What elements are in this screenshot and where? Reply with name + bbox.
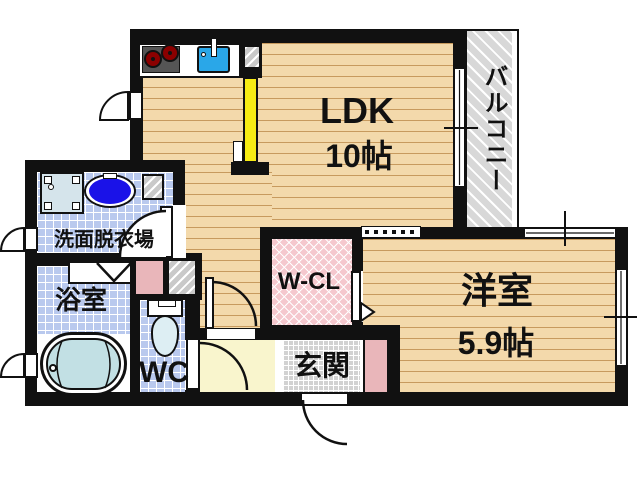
washroom-window-leaf	[24, 227, 38, 251]
balcony-floor	[466, 31, 512, 229]
bathroom-window-arc	[0, 352, 25, 378]
wall	[185, 390, 200, 406]
bathroom-folding-door	[68, 261, 132, 284]
wall	[130, 300, 140, 392]
wall	[25, 160, 185, 172]
pipe-shaft-hatch	[245, 47, 259, 67]
washroom-pink-unit	[136, 261, 163, 294]
closet-floor	[272, 239, 352, 325]
wall	[387, 325, 400, 406]
western-room-floor	[363, 239, 615, 392]
bathroom-window-leaf	[24, 353, 38, 378]
western-room-label: 洋室	[460, 270, 534, 311]
corridor-door-threshold	[206, 328, 256, 340]
entrance-door-arc	[301, 399, 348, 446]
toilet-door-leaf	[186, 338, 200, 390]
wall	[173, 172, 185, 207]
washing-machine-pan-icon	[40, 172, 84, 214]
washbasin-faucet-icon	[103, 173, 117, 179]
entrance-door-leaf	[300, 392, 349, 406]
stove-burner-icon	[161, 44, 179, 62]
entrance-side-cabinet	[363, 340, 387, 392]
western-room-size-label: 5.9帖	[457, 325, 535, 361]
counter-end	[233, 141, 243, 162]
pipe-shaft-hatch	[169, 261, 195, 294]
accordion-door	[361, 226, 421, 238]
corridor-door-leaf	[205, 277, 214, 329]
washroom-window-arc	[0, 226, 25, 252]
pipe-shaft-hatch	[142, 174, 164, 200]
wall	[25, 160, 37, 392]
entrance-step	[275, 340, 283, 392]
accordion-door-dots	[365, 230, 417, 234]
faucet-icon	[211, 38, 217, 57]
wall	[260, 325, 400, 340]
bathtub-drain-icon	[49, 364, 57, 372]
ldk-label: LDK	[320, 90, 394, 131]
wall	[352, 227, 363, 271]
balcony-label: バルコニー	[480, 64, 507, 194]
wall	[260, 227, 272, 340]
kitchen-back-door-leaf	[129, 91, 143, 120]
sink-drain-icon	[201, 52, 206, 57]
ldk-size-label: 10帖	[325, 138, 393, 174]
entrance-floor	[283, 340, 360, 392]
washroom-door-opening	[172, 205, 186, 258]
closet-door-leaf	[351, 271, 361, 322]
washroom-door-leaf	[160, 206, 173, 258]
kitchen-back-door-arc	[98, 90, 129, 121]
bathtub-basin-icon	[46, 338, 121, 390]
balcony-window	[453, 67, 466, 188]
toilet-label: WC	[139, 356, 189, 389]
wall	[130, 29, 466, 43]
toilet-button-icon	[158, 300, 176, 307]
western-right-window	[615, 268, 628, 367]
counter-strip	[243, 77, 258, 163]
wall	[231, 162, 269, 175]
closet-label: W-CL	[277, 268, 341, 295]
washbasin-bowl-icon	[89, 178, 131, 204]
western-top-window	[523, 227, 617, 239]
stove-burner-icon	[144, 50, 162, 68]
wall	[185, 295, 200, 338]
hall-floor	[200, 340, 275, 392]
bathroom-label: 浴室	[54, 285, 108, 315]
washroom-label: 洗面脱衣場	[54, 229, 154, 251]
entrance-label: 玄関	[293, 350, 351, 381]
